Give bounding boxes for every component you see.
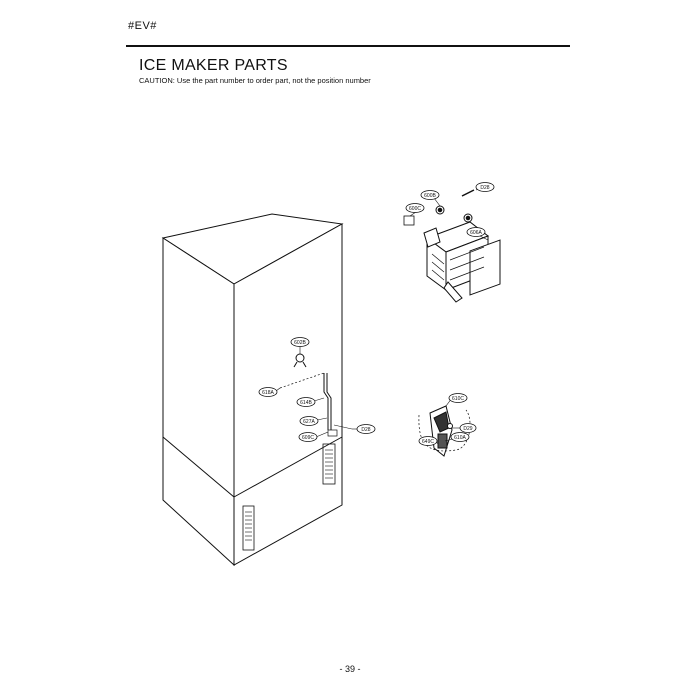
svg-text:627A: 627A bbox=[303, 419, 315, 425]
svg-text:649C: 649C bbox=[422, 439, 434, 445]
callout-618a: 618A bbox=[258, 387, 278, 397]
svg-text:610C: 610C bbox=[452, 396, 464, 402]
callout-614b: 614B bbox=[296, 397, 316, 407]
svg-text:602B: 602B bbox=[294, 340, 306, 346]
svg-text:600C: 600C bbox=[409, 206, 421, 212]
caution-note: CAUTION: Use the part number to order pa… bbox=[139, 76, 371, 85]
page-number: - 39 - bbox=[339, 664, 361, 674]
callout-d29: D29 bbox=[459, 423, 477, 433]
callout-606a: 606A bbox=[466, 227, 486, 237]
callout-600b: 600B bbox=[420, 190, 440, 200]
svg-text:606A: 606A bbox=[470, 230, 482, 236]
svg-text:610A: 610A bbox=[454, 435, 466, 441]
svg-text:614B: 614B bbox=[300, 400, 312, 406]
callout-627a: 627A bbox=[299, 416, 319, 426]
svg-text:D28: D28 bbox=[361, 427, 370, 433]
svg-text:600B: 600B bbox=[424, 193, 436, 199]
callout-610a: 610A bbox=[450, 432, 470, 442]
refrigerator-cabinet bbox=[161, 213, 344, 567]
svg-text:D28: D28 bbox=[480, 185, 489, 191]
callout-600c: 600C bbox=[405, 203, 425, 213]
water-tube bbox=[279, 353, 353, 430]
callout-610c: 610C bbox=[448, 393, 468, 403]
callout-d28-lower: D28 bbox=[356, 424, 376, 434]
section-title: ICE MAKER PARTS bbox=[139, 57, 288, 74]
callout-649c: 649C bbox=[418, 436, 438, 446]
header-rule bbox=[126, 45, 570, 47]
callout-609c: 609C bbox=[298, 432, 318, 442]
callout-d28-upper: D28 bbox=[475, 182, 495, 192]
model-code: #EV# bbox=[128, 20, 157, 32]
svg-text:609C: 609C bbox=[302, 435, 314, 441]
callout-602b: 602B bbox=[290, 337, 310, 347]
svg-text:D29: D29 bbox=[463, 426, 472, 432]
svg-text:618A: 618A bbox=[262, 390, 274, 396]
